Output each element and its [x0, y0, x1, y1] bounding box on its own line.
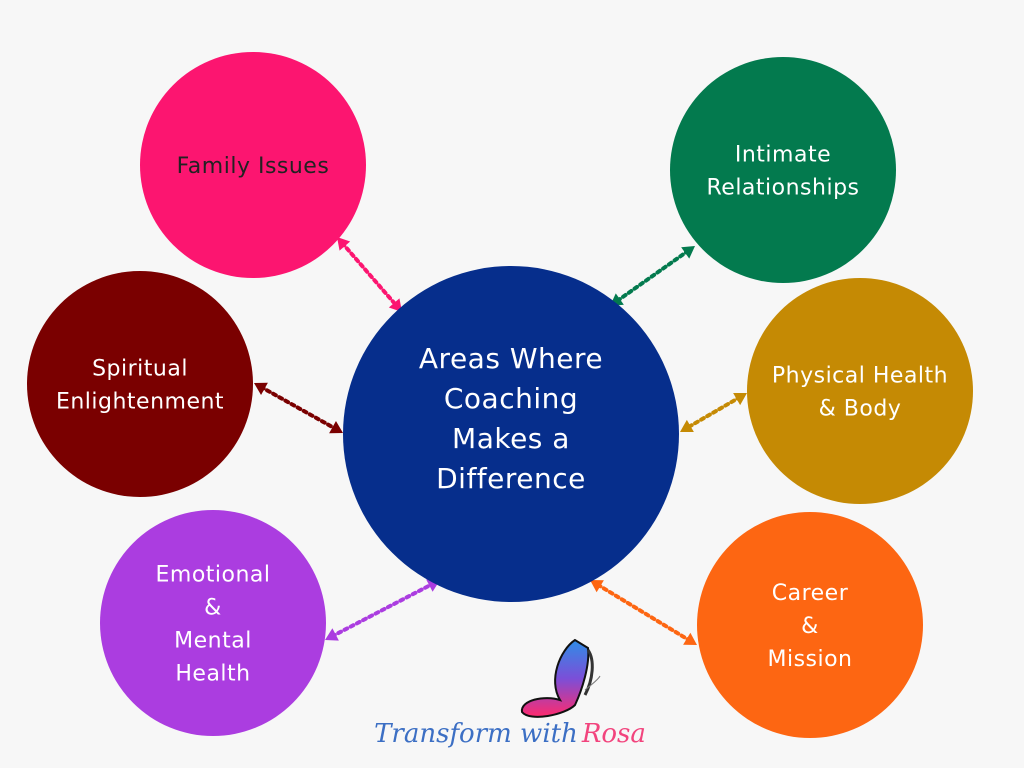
arrowhead-icon: [683, 632, 697, 645]
area-circle-career: Career & Mission: [697, 512, 923, 738]
circle-label-line: Career: [772, 581, 849, 606]
arrow-physical: [680, 392, 747, 433]
arrowhead-icon: [325, 628, 339, 641]
circle-label-line: &: [801, 614, 819, 639]
area-circle-shape: [100, 510, 326, 736]
arrow-spiritual: [254, 382, 343, 434]
circle-label-line: Mission: [767, 647, 852, 672]
area-circle-shape: [670, 57, 896, 283]
circle-label-line: & Body: [819, 397, 902, 422]
circle-label-line: Enlightenment: [56, 390, 224, 415]
area-circle-shape: [27, 271, 253, 497]
arrowhead-icon: [329, 421, 343, 434]
area-circle-shape: [140, 52, 366, 278]
center-circle-shape: [343, 266, 679, 602]
arrowhead-icon: [680, 419, 694, 433]
area-circle-physical: Physical Health & Body: [747, 278, 973, 504]
logo-text-rosa: Rosa: [581, 719, 646, 749]
area-circle-family: Family Issues: [140, 52, 366, 278]
arrowhead-icon: [337, 237, 351, 251]
arrow-emotional: [325, 579, 440, 641]
arrowhead-icon: [590, 580, 604, 593]
circle-label-line: Emotional: [155, 563, 270, 588]
logo-text-transform: Transform with: [374, 719, 578, 749]
circle-label-line: Health: [175, 662, 250, 687]
arrow-family: [337, 237, 402, 312]
circle-label-line: Spiritual: [92, 357, 188, 382]
arrow-intimate: [610, 246, 695, 306]
circle-label-line: Relationships: [706, 176, 859, 201]
circle-label-line: Areas Where: [419, 342, 603, 375]
circle-label-line: Makes a: [452, 422, 570, 455]
circle-label-line: Difference: [436, 462, 586, 495]
arrowhead-icon: [733, 392, 747, 406]
arrowhead-icon: [681, 246, 695, 259]
circle-label-line: Coaching: [444, 382, 578, 415]
area-circle-shape: [747, 278, 973, 504]
circle-label-line: Mental: [174, 629, 252, 654]
arrow-career: [590, 580, 697, 645]
arrowhead-icon: [388, 298, 402, 312]
butterfly-icon: [520, 638, 601, 718]
circle-label-line: &: [204, 596, 222, 621]
circle-label-line: Intimate: [735, 143, 831, 168]
circle-label-line: Physical Health: [772, 364, 948, 389]
circle-label-line: Family Issues: [177, 154, 330, 179]
arrowhead-icon: [254, 382, 268, 395]
area-circle-shape: [697, 512, 923, 738]
